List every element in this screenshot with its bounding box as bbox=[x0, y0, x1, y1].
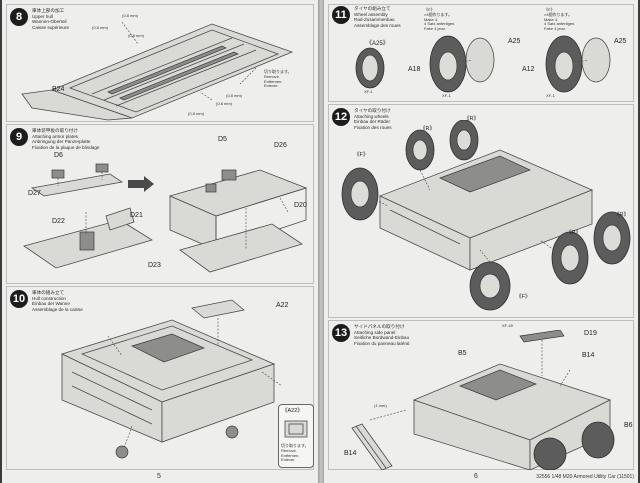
part-b14-label-2: B14 bbox=[344, 450, 357, 457]
dim-2: (0.8 mm) bbox=[92, 25, 108, 30]
step-10-title: 車体の組み立て Hull construction Einbau der Wan… bbox=[32, 290, 83, 312]
a25-callout-label: 《A25》 bbox=[366, 41, 389, 47]
part-a18-label: A18 bbox=[408, 66, 421, 73]
step-13-frame bbox=[328, 320, 634, 470]
step-8-number: 8 bbox=[10, 8, 28, 26]
a22-callout bbox=[278, 404, 314, 468]
part-d26-label: D26 bbox=[274, 142, 287, 149]
step-11-number: 11 bbox=[332, 6, 350, 24]
step-12-frame bbox=[328, 104, 634, 318]
xf1-label-1: XF-1 bbox=[364, 89, 373, 94]
footer-product-code: 32556 1/48 M20 Armored Utility Car (1150… bbox=[536, 474, 634, 480]
remove-note-10: 切り取ります。 Remove. Entfernen. Enlever. bbox=[281, 443, 309, 463]
r-label-2: 《R》 bbox=[464, 116, 479, 122]
step-10-number: 10 bbox=[10, 290, 28, 308]
part-a25-label-2: A25 bbox=[614, 38, 627, 45]
part-b14-label: B14 bbox=[582, 352, 595, 359]
dim-3: (0.8 mm) bbox=[128, 33, 144, 38]
part-b24-label: B24 bbox=[52, 86, 65, 93]
dim-6: (0.8 mm) bbox=[188, 111, 204, 116]
part-d22-label: D22 bbox=[52, 218, 65, 225]
step-12-number: 12 bbox=[332, 108, 350, 126]
left-page-number: 5 bbox=[157, 473, 161, 480]
part-b6-label: B6 bbox=[624, 422, 633, 429]
step-12-title: タイヤの取り付け Attaching wheels Einbau der Räd… bbox=[354, 108, 392, 130]
wheel-assembly-drawing bbox=[355, 35, 611, 93]
side-panel-drawing bbox=[351, 330, 615, 470]
right-page: 11 タイヤの組み立て Wheel assembly Rad-Zusammenb… bbox=[324, 0, 638, 483]
part-d6-label: D6 bbox=[54, 152, 63, 159]
f-label-1: 《F》 bbox=[354, 152, 369, 158]
part-d27-label: D27 bbox=[28, 190, 41, 197]
step-13-title: サイドパネルの取り付け Attaching side panel Seitlic… bbox=[354, 324, 410, 346]
xf49-paint-label: XF-49 bbox=[502, 323, 513, 328]
part-a22-label: A22 bbox=[276, 302, 289, 309]
xf1-label-3: XF-1 bbox=[546, 93, 555, 98]
remove-note-8: 切り取ります。 Remove. Entfernen. Enlever. bbox=[264, 69, 292, 89]
part-a12-label: A12 bbox=[522, 66, 535, 73]
r-label-1: 《R》 bbox=[420, 126, 435, 132]
dim-5: (0.8 mm) bbox=[216, 101, 232, 106]
part-d5-label: D5 bbox=[218, 136, 227, 143]
hull-construction-drawing bbox=[60, 299, 283, 459]
xf1-label-2: XF-1 bbox=[442, 93, 451, 98]
step-8-title: 車体上部の加工 Upper hull Wannen-Oberteil Caiss… bbox=[32, 8, 70, 30]
step-11-title: タイヤの組み立て Wheel assembly Rad-Zusammenbau … bbox=[354, 6, 401, 28]
right-page-number: 6 bbox=[474, 473, 478, 480]
page-gutter bbox=[318, 0, 324, 483]
make-four-note-1: 《F》 ×4個作ります。 Make 4. 4 Satz anfertigen. … bbox=[424, 7, 456, 32]
r-label-3: 《R》 bbox=[566, 230, 581, 236]
part-b5-label: B5 bbox=[458, 350, 467, 357]
step-9-frame bbox=[6, 124, 314, 284]
part-a25-label-1: A25 bbox=[508, 38, 521, 45]
part-d23-label: D23 bbox=[148, 262, 161, 269]
step-13-number: 13 bbox=[332, 324, 350, 342]
f-label-2: 《F》 bbox=[516, 294, 531, 300]
step-8-frame bbox=[6, 4, 314, 122]
part-d19-label: D19 bbox=[584, 330, 597, 337]
upper-hull-drawing bbox=[21, 21, 294, 121]
make-four-note-2: 《F》 ×4個作ります。 Make 4. 4 Satz anfertigen. … bbox=[544, 7, 576, 32]
a22-part-drawing bbox=[284, 420, 308, 438]
r-label-4: 《R》 bbox=[614, 212, 629, 218]
step-9-title: 車体装甲板の取り付け Attaching armor plates Anbrin… bbox=[32, 128, 100, 150]
dim-1: (0.8 mm) bbox=[122, 13, 138, 18]
armor-plates-drawing bbox=[23, 163, 308, 273]
part-d21-label: D21 bbox=[130, 212, 143, 219]
dim-4: (0.8 mm) bbox=[226, 93, 242, 98]
dim-1mm-label: (1 mm) bbox=[374, 403, 387, 408]
a22-callout-label: 《A22》 bbox=[282, 408, 303, 414]
attaching-wheels-drawing bbox=[341, 120, 631, 311]
step-10-frame bbox=[6, 286, 314, 470]
part-d20-label: D20 bbox=[294, 202, 307, 209]
step-11-frame bbox=[328, 4, 634, 102]
step-9-number: 9 bbox=[10, 128, 28, 146]
left-page: 8 車体上部の加工 Upper hull Wannen-Oberteil Cai… bbox=[2, 0, 318, 483]
